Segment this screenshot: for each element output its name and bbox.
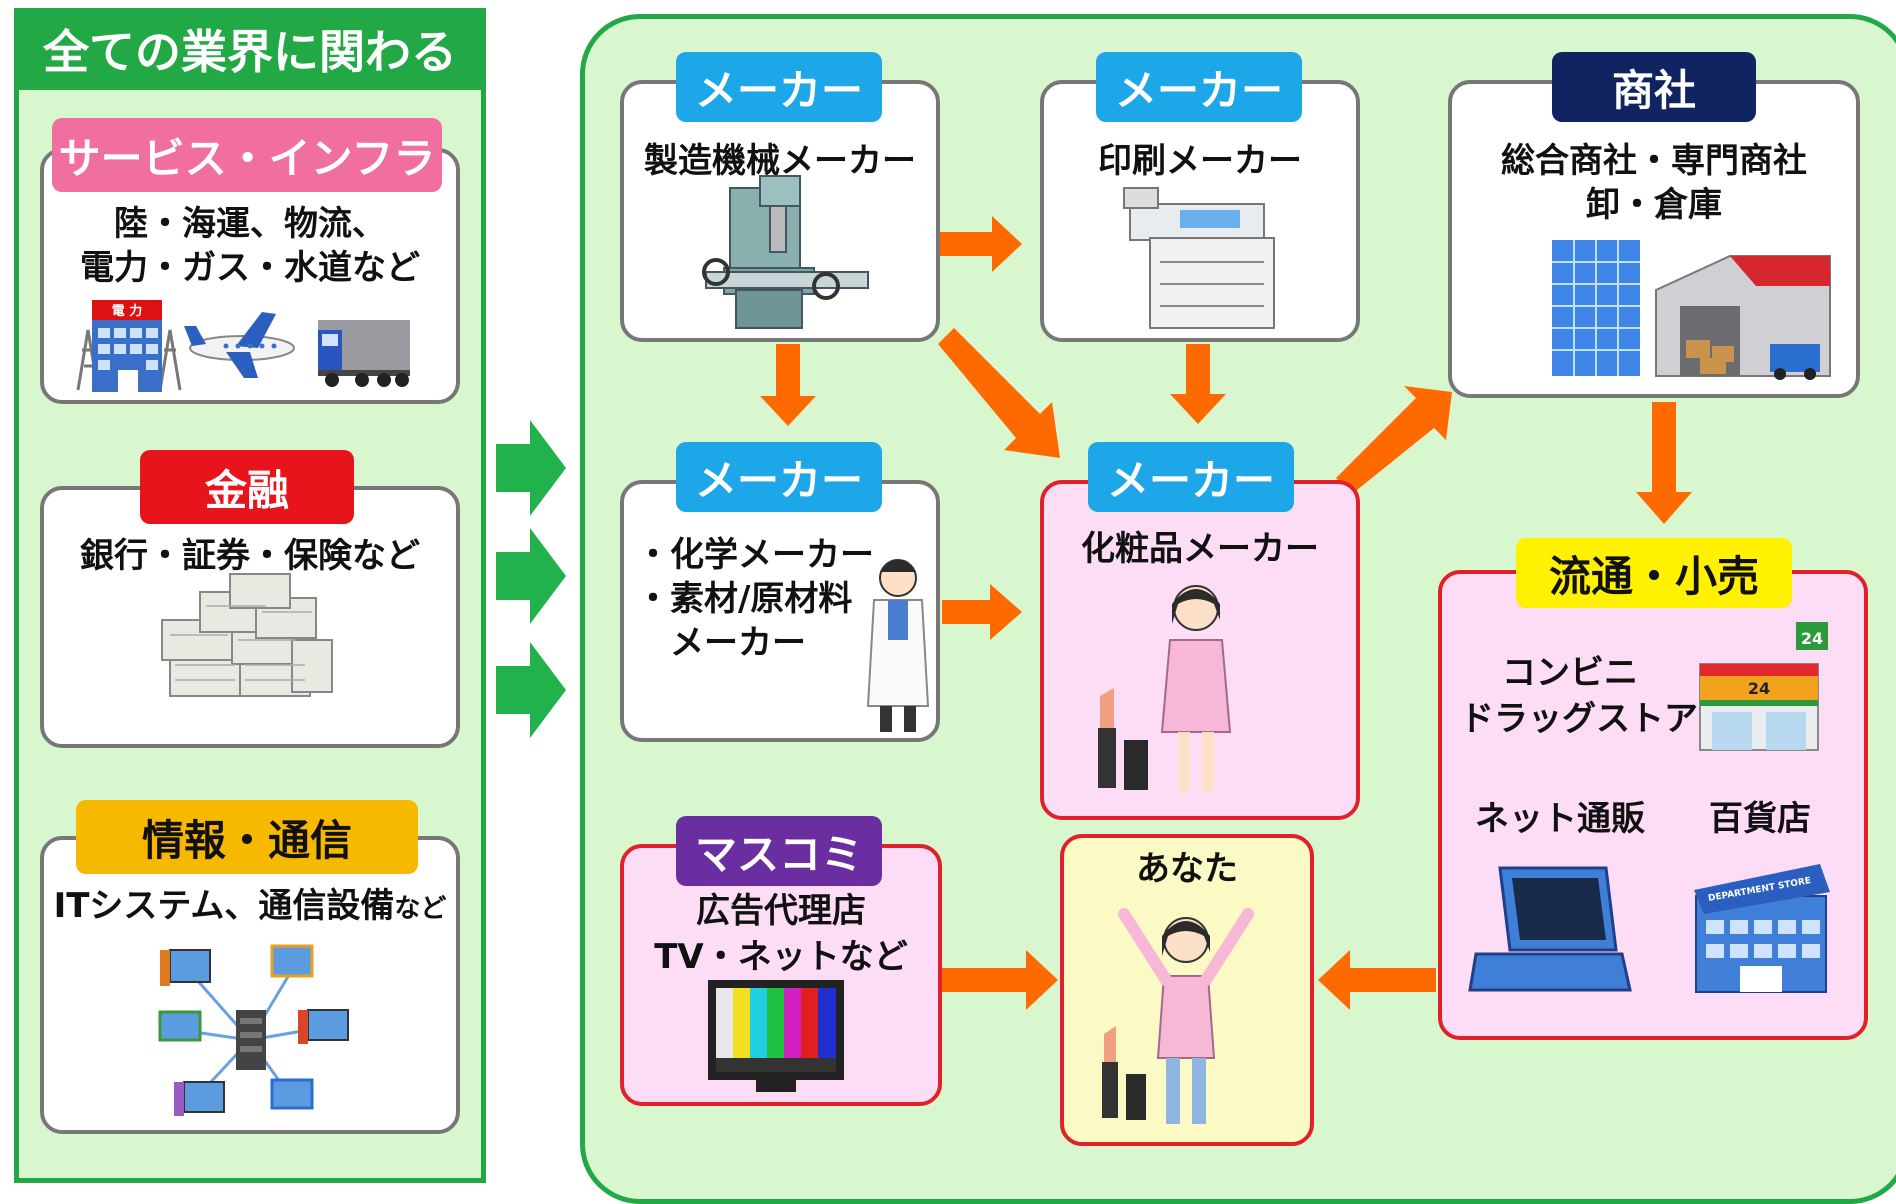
info-telecom-text-main: ITシステム、通信設備 — [53, 886, 395, 926]
department-store-label: 百貨店 — [1709, 799, 1811, 839]
convenience-line-2: ドラッグストア — [1460, 699, 1698, 739]
machine-maker-title: 製造機械メーカー — [644, 141, 916, 181]
service-infra-line-2: 電力・ガス・水道など — [80, 248, 420, 288]
info-telecom-text-suffix: など — [394, 894, 447, 924]
machine-maker-tag: メーカー — [676, 52, 882, 122]
left-header: 全ての業界に関わる — [14, 8, 486, 90]
cosmetics-maker-title: 化粧品メーカー — [1081, 529, 1319, 569]
print-maker-title: 印刷メーカー — [1098, 141, 1302, 181]
chemical-maker-line-2: ・素材/原材料 — [636, 579, 853, 619]
info-telecom-tag: 情報・通信 — [76, 800, 418, 874]
you-title: あなた — [1136, 849, 1238, 889]
info-telecom-box — [40, 836, 460, 1134]
green-arrow-1-icon — [496, 420, 566, 516]
service-infra-line-1: 陸・海運、物流、 — [114, 204, 386, 244]
convenience-line-1: コンビニ — [1502, 653, 1638, 693]
green-arrow-2-icon — [496, 528, 566, 624]
finance-box — [40, 486, 460, 748]
service-infra-tag: サービス・インフラ — [52, 118, 442, 192]
trading-line-2: 卸・倉庫 — [1586, 185, 1722, 225]
cosmetics-maker-tag: メーカー — [1088, 442, 1294, 512]
chemical-maker-tag: メーカー — [676, 442, 882, 512]
green-arrow-3-icon — [496, 642, 566, 738]
chemical-maker-line-1: ・化学メーカー — [636, 535, 874, 575]
trading-line-1: 総合商社・専門商社 — [1501, 141, 1807, 181]
finance-text: 銀行・証券・保険など — [80, 536, 420, 576]
chemical-maker-line-3: メーカー — [636, 623, 806, 663]
media-tag: マスコミ — [676, 816, 882, 886]
print-maker-tag: メーカー — [1096, 52, 1302, 122]
trading-box — [1448, 80, 1860, 398]
media-line-1: 広告代理店 — [696, 891, 866, 931]
finance-tag: 金融 — [140, 450, 354, 524]
net-shop-label: ネット通販 — [1475, 799, 1645, 839]
trading-tag: 商社 — [1552, 52, 1756, 122]
info-telecom-text: ITシステム、通信設備など — [40, 882, 460, 933]
retail-tag: 流通・小売 — [1516, 538, 1792, 608]
media-line-2: TV・ネットなど — [654, 937, 908, 977]
